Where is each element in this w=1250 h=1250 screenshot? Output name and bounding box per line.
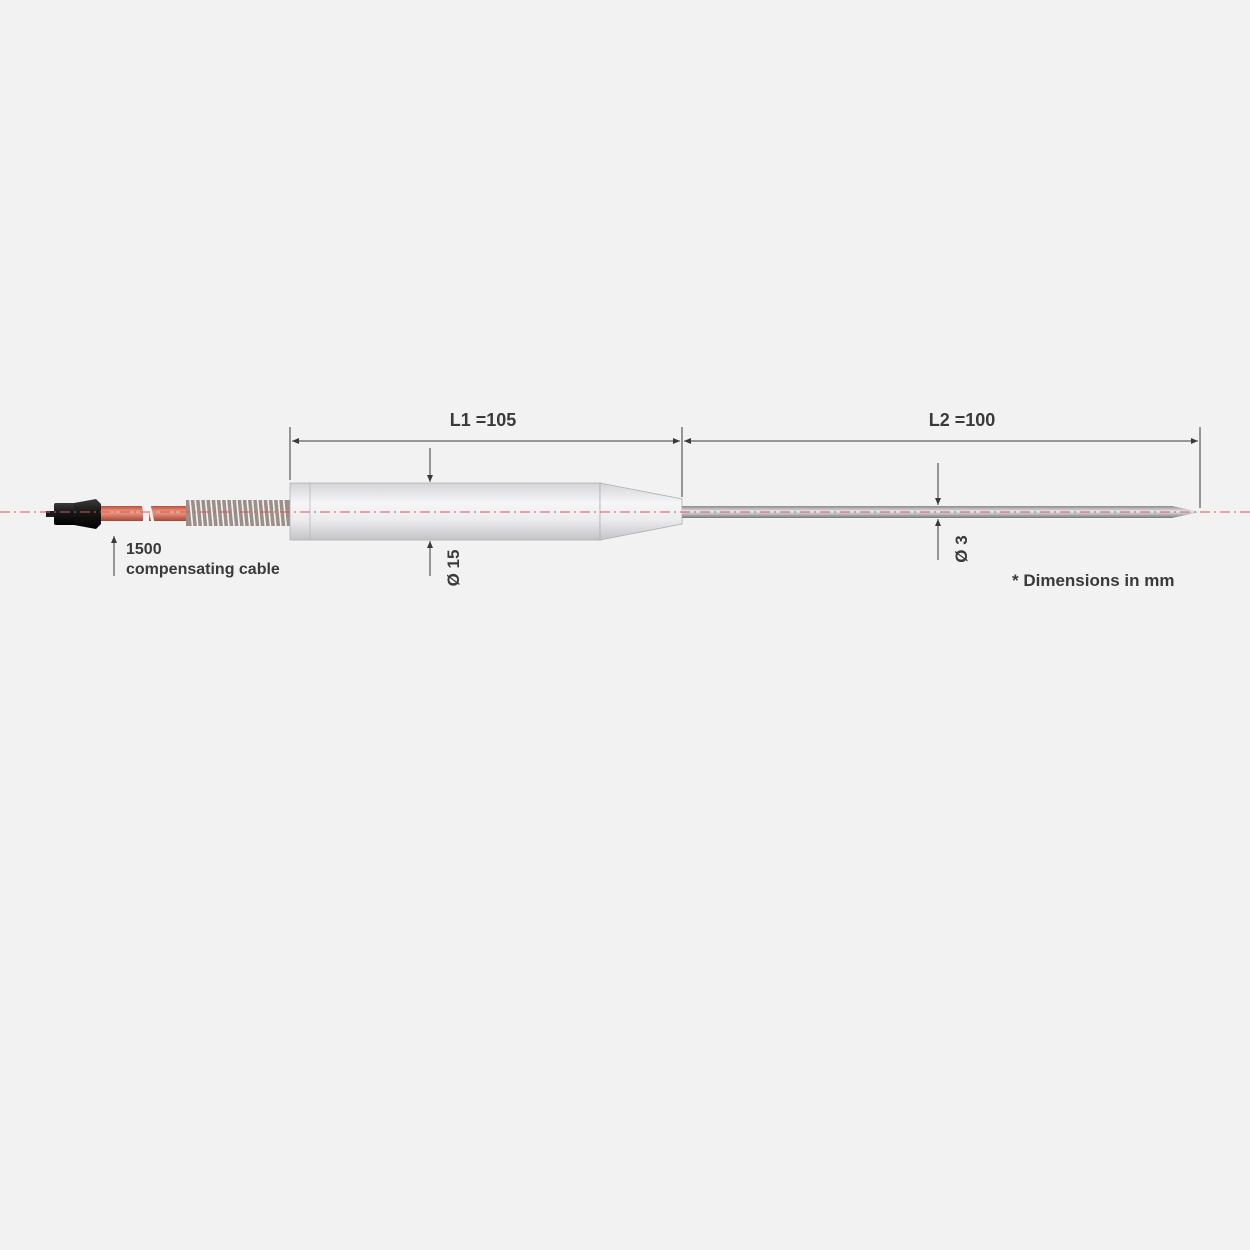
spring-coil [189, 499, 194, 527]
spring-coil [277, 499, 282, 527]
dimension-handle-diameter: Ø 15 [427, 448, 463, 587]
dimension-l1: L1 =105 [289, 410, 683, 497]
spring-coil [236, 499, 241, 527]
spring-coil [241, 499, 246, 527]
spring-coil [262, 499, 267, 527]
spring-coil [272, 499, 277, 527]
cable-type-label: compensating cable [126, 561, 280, 578]
spring-coil [230, 499, 235, 527]
cable-length-callout: 1500 compensating cable [111, 536, 280, 578]
spring-coil [251, 499, 256, 527]
spring-coil [246, 499, 251, 527]
spring-coil [215, 499, 220, 527]
cable-segment-right [147, 503, 189, 524]
dimension-l2: L2 =100 [684, 410, 1201, 508]
spring-coil [256, 499, 261, 527]
spring-coil [282, 499, 287, 527]
l1-label: L1 =105 [450, 410, 517, 430]
strain-relief-spring [186, 499, 290, 527]
spring-coil [210, 499, 215, 527]
spring-coil [225, 499, 230, 527]
spring-coil [204, 499, 209, 527]
probe-diameter-label: Ø 3 [952, 535, 971, 562]
spring-coil [199, 499, 204, 527]
spring-coil [220, 499, 225, 527]
connector-plug [46, 499, 101, 529]
l2-label: L2 =100 [929, 410, 996, 430]
spring-coil [194, 499, 199, 527]
cable-length-label: 1500 [126, 541, 162, 558]
handle-diameter-label: Ø 15 [444, 550, 463, 587]
units-note: * Dimensions in mm [1012, 571, 1174, 590]
cable-segment-left [101, 503, 149, 524]
spring-coil [267, 499, 272, 527]
dimension-probe-diameter: Ø 3 [935, 463, 971, 563]
